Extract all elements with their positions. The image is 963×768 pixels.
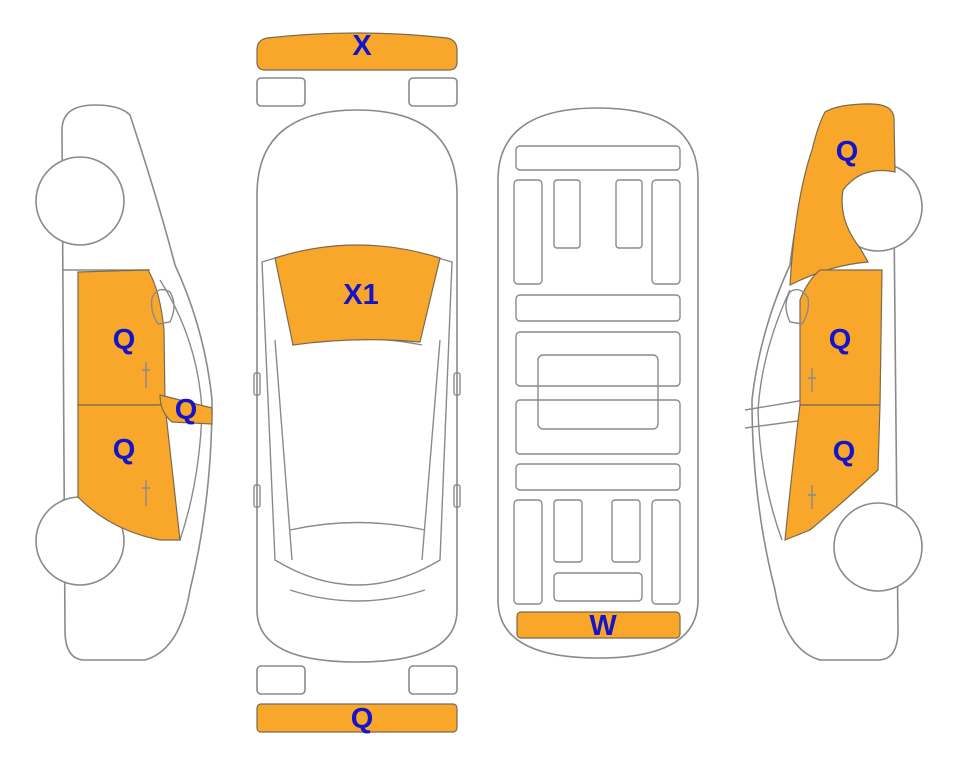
- right-front-door-label: Q: [829, 324, 852, 356]
- rear-right-lamp: [408, 665, 458, 695]
- right-rear-door-label: Q: [833, 436, 856, 468]
- right-rear-wheel: [833, 502, 923, 592]
- right-rear-door-damage: [784, 404, 881, 541]
- right-side-view: Q Q Q: [744, 103, 923, 661]
- left-side-view: Q Q Q: [35, 104, 213, 661]
- rear-left-lamp: [256, 665, 306, 695]
- front-bumper-group: X: [256, 30, 458, 107]
- front-left-lamp: [256, 77, 306, 107]
- left-rear-door-damage: [77, 404, 181, 541]
- rear-bumper-group: Q: [256, 665, 458, 735]
- roof-view: W: [497, 107, 699, 659]
- left-front-wheel: [35, 156, 125, 246]
- right-rear-fender-damage: [789, 103, 896, 287]
- top-view: X1: [253, 109, 461, 663]
- roof-rear-damage: [516, 611, 681, 639]
- windshield-label: X1: [343, 279, 378, 311]
- front-bumper-damage: [256, 32, 458, 71]
- right-rear-fender-label: Q: [836, 136, 859, 168]
- left-front-door-damage: [77, 269, 166, 406]
- roof-rear-label: W: [589, 610, 617, 642]
- left-mirror-damage: [159, 394, 213, 425]
- rear-bumper-label: Q: [351, 703, 374, 735]
- windshield-damage: [274, 244, 441, 346]
- front-bumper-label: X: [352, 30, 372, 62]
- front-right-lamp: [408, 77, 458, 107]
- left-front-door-label: Q: [113, 324, 136, 356]
- left-rear-door-label: Q: [113, 434, 136, 466]
- rear-bumper-damage: [256, 703, 458, 733]
- left-mirror-label: Q: [175, 394, 198, 426]
